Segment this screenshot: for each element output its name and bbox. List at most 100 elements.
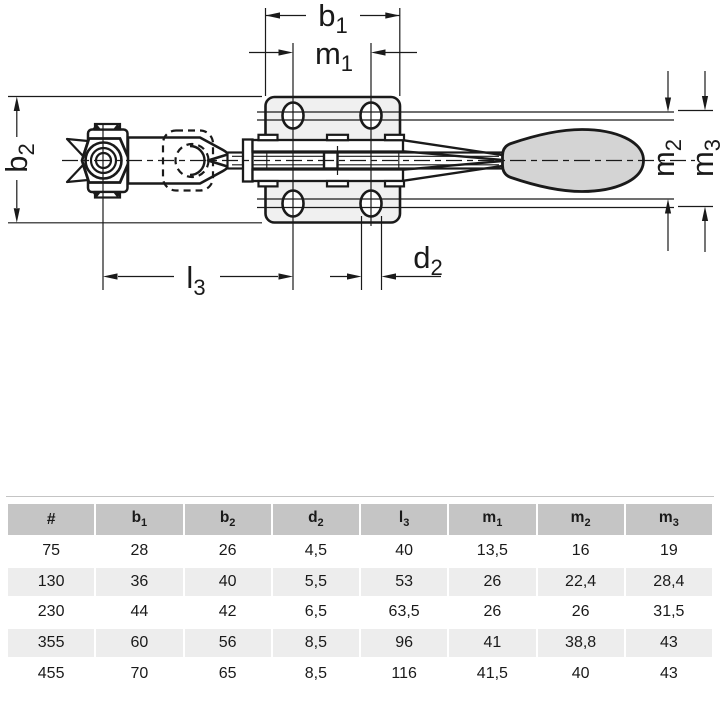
table-cell: 8,5 bbox=[272, 628, 359, 658]
table-cell: 96 bbox=[361, 628, 448, 658]
table-cell: 6,5 bbox=[272, 598, 359, 627]
table-cell: 116 bbox=[361, 659, 448, 688]
arrowhead bbox=[701, 96, 709, 111]
arrowhead bbox=[278, 273, 293, 280]
table-cell: 16 bbox=[537, 537, 624, 566]
channel-tab bbox=[257, 133, 279, 142]
table-cell: 40 bbox=[184, 567, 271, 597]
table-cell: 44 bbox=[96, 598, 183, 627]
dimension-m3: m3 bbox=[685, 71, 720, 252]
table-top-divider bbox=[6, 496, 714, 502]
table-cell: 26 bbox=[184, 537, 271, 566]
dim-label-m2: m2 bbox=[646, 139, 686, 177]
table-cell: 75 bbox=[8, 537, 95, 566]
knurl-mark bbox=[92, 123, 101, 130]
table-cell: 38,8 bbox=[537, 628, 624, 658]
dim-label-l3: l3 bbox=[186, 260, 205, 300]
dim-label-d2: d2 bbox=[413, 240, 443, 280]
arrowhead bbox=[385, 12, 400, 19]
knurl-mark bbox=[92, 192, 101, 198]
table-cell: 230 bbox=[8, 598, 95, 627]
arrowhead bbox=[664, 199, 672, 214]
channel-tab bbox=[257, 179, 279, 188]
table-cell: 40 bbox=[361, 537, 448, 566]
dimension-l3: l3 bbox=[103, 260, 293, 300]
table-cell: 355 bbox=[8, 628, 95, 658]
dimension-d2: d2 bbox=[330, 240, 443, 280]
dim-label-b1: b1 bbox=[318, 0, 348, 38]
channel-tab bbox=[325, 133, 350, 142]
dim-label-b2: b2 bbox=[0, 143, 39, 173]
table-cell: 26 bbox=[537, 598, 624, 627]
slot-holes bbox=[281, 101, 383, 218]
column-header: d2 bbox=[272, 504, 359, 535]
table-cell: 53 bbox=[361, 567, 448, 597]
column-header: m1 bbox=[449, 504, 536, 535]
table-cell: 19 bbox=[625, 537, 712, 566]
dimension-b1: b1 bbox=[265, 0, 400, 38]
table-cell: 130 bbox=[8, 567, 95, 597]
table-cell: 26 bbox=[449, 567, 536, 597]
dim-label-m3: m3 bbox=[685, 139, 720, 177]
table-cell: 43 bbox=[625, 628, 712, 658]
table-cell: 8,5 bbox=[272, 659, 359, 688]
table-cell: 5,5 bbox=[272, 567, 359, 597]
channel-strip-top bbox=[251, 138, 405, 153]
table-cell: 40 bbox=[537, 659, 624, 688]
table-cell: 42 bbox=[184, 598, 271, 627]
arrowhead bbox=[371, 49, 386, 56]
arrowhead bbox=[278, 49, 293, 56]
table-cell: 63,5 bbox=[361, 598, 448, 627]
table-cell: 13,5 bbox=[449, 537, 536, 566]
table-cell: 36 bbox=[96, 567, 183, 597]
dimension-m2: m2 bbox=[646, 71, 686, 251]
arrowhead bbox=[347, 273, 362, 280]
table-cell: 60 bbox=[96, 628, 183, 658]
arrowhead bbox=[701, 206, 709, 221]
dimension-b2: b2 bbox=[0, 96, 39, 223]
dimension-m1: m1 bbox=[249, 36, 417, 76]
channel-tab bbox=[325, 179, 350, 188]
table-cell: 41,5 bbox=[449, 659, 536, 688]
table-cell: 26 bbox=[449, 598, 536, 627]
alternate-pivot-outline bbox=[174, 142, 210, 179]
table-cell: 65 bbox=[184, 659, 271, 688]
handle-grip bbox=[501, 128, 645, 193]
column-header: b1 bbox=[96, 504, 183, 535]
arrowhead bbox=[265, 12, 280, 19]
table-cell: 31,5 bbox=[625, 598, 712, 627]
slot-reference-lines bbox=[257, 109, 713, 209]
channel-tab bbox=[383, 133, 406, 142]
column-header: m3 bbox=[625, 504, 712, 535]
table-cell: 4,5 bbox=[272, 537, 359, 566]
arrowhead bbox=[13, 208, 20, 223]
toggle-clamp-technical-drawing: b1 m1 b2 l3 d2 bbox=[0, 0, 720, 300]
channel-tabs bbox=[257, 133, 406, 188]
arrowhead bbox=[664, 97, 672, 112]
arrowhead bbox=[381, 273, 396, 280]
table-cell: 56 bbox=[184, 628, 271, 658]
arrowhead bbox=[103, 273, 118, 280]
arrowhead bbox=[13, 96, 20, 111]
table-cell: 28 bbox=[96, 537, 183, 566]
table-cell: 43 bbox=[625, 659, 712, 688]
table-cell: 455 bbox=[8, 659, 95, 688]
table-cell: 41 bbox=[449, 628, 536, 658]
column-header: # bbox=[8, 504, 95, 535]
dim-label-m1: m1 bbox=[315, 36, 353, 76]
table-cell: 22,4 bbox=[537, 567, 624, 597]
table-cell: 28,4 bbox=[625, 567, 712, 597]
column-header: b2 bbox=[184, 504, 271, 535]
channel-tab bbox=[383, 179, 406, 188]
clamp-parts bbox=[65, 95, 645, 224]
